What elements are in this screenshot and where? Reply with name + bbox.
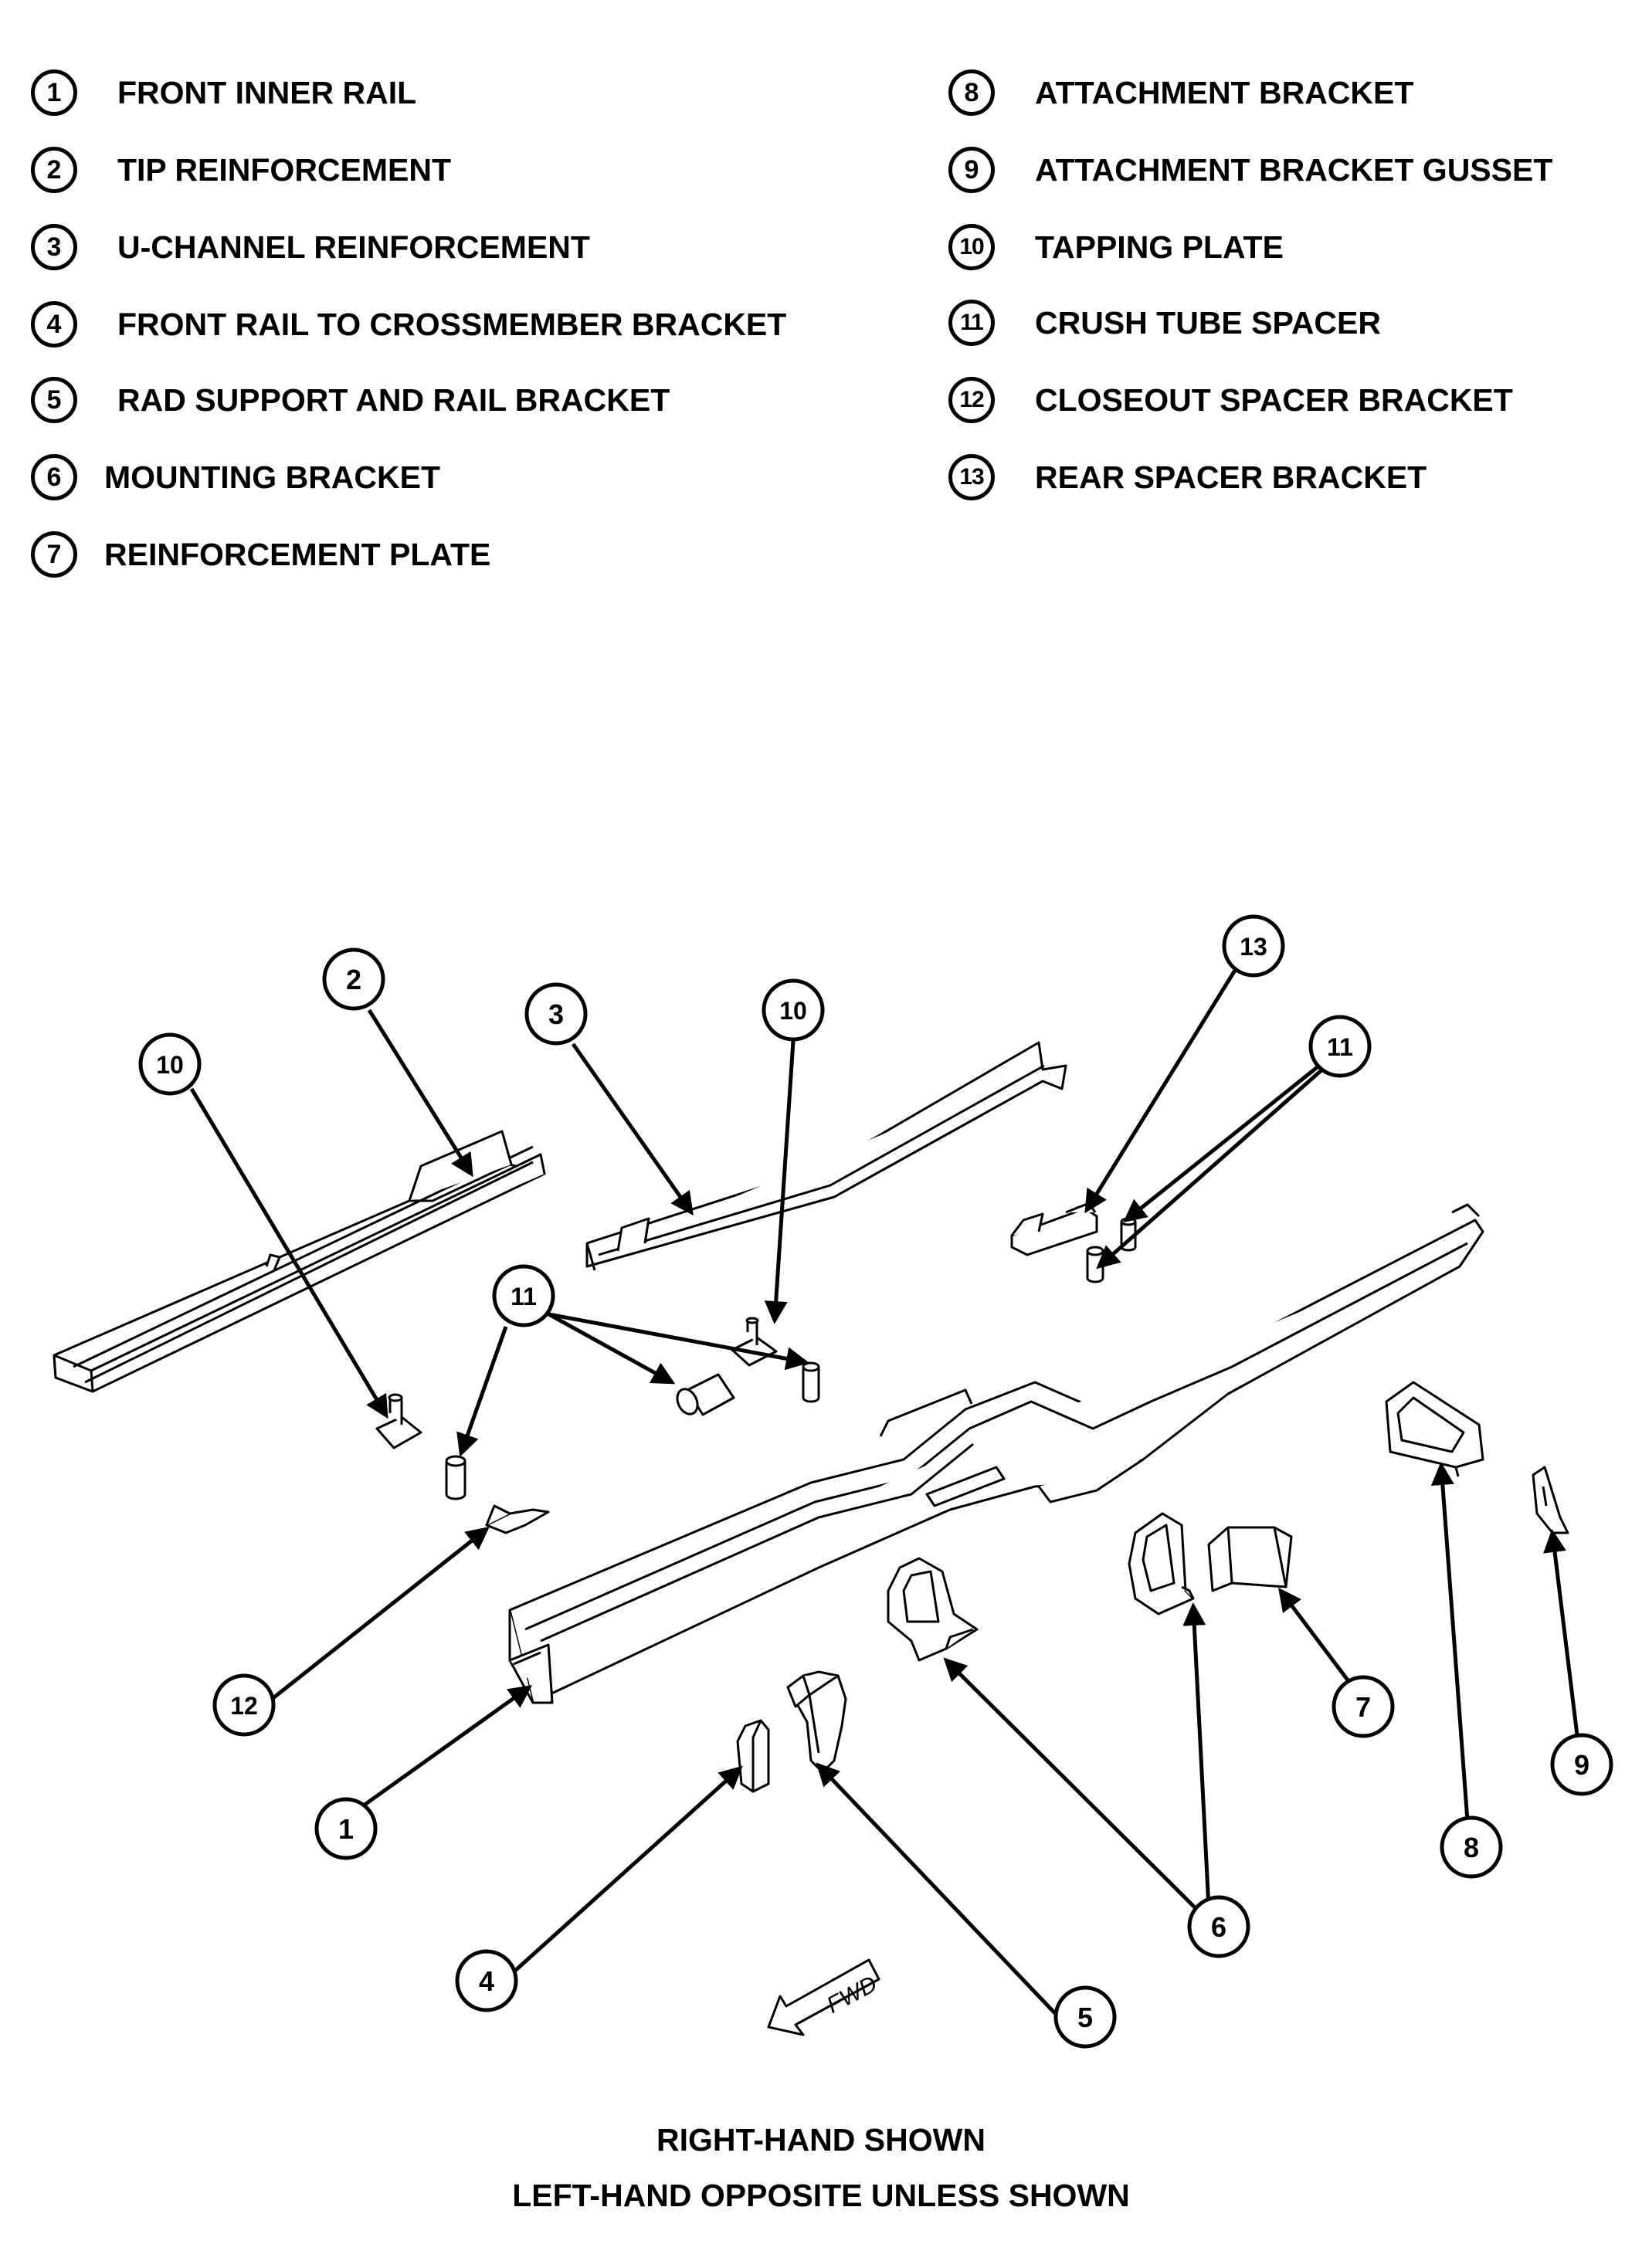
part-tip-reinforcement	[53, 1130, 546, 1393]
legend-item-5: 5 RAD SUPPORT AND RAIL BRACKET	[31, 373, 670, 427]
legend-number-11: 11	[948, 300, 995, 346]
svg-text:8: 8	[1464, 1832, 1479, 1863]
svg-text:6: 6	[1211, 1911, 1226, 1943]
callouts: 2 10 3 10 11 13 11 12 1 4 5 6 7 8 9	[138, 914, 1613, 2049]
legend-label-3: U-CHANNEL REINFORCEMENT	[117, 229, 590, 265]
parts-legend: 1 FRONT INNER RAIL 2 TIP REINFORCEMENT 3…	[0, 0, 1642, 618]
legend-number-3: 3	[31, 224, 77, 270]
legend-item-9: 9 ATTACHMENT BRACKET GUSSET	[948, 143, 1552, 197]
svg-text:3: 3	[548, 998, 564, 1030]
legend-label-4: FRONT RAIL TO CROSSMEMBER BRACKET	[117, 306, 787, 342]
part-attachment-bracket-gusset	[1532, 1466, 1569, 1534]
callout-9: 9	[1550, 1733, 1613, 1796]
callout-10-left: 10	[138, 1032, 202, 1096]
caption-line-1: RIGHT-HAND SHOWN	[656, 2122, 986, 2158]
legend-number-13: 13	[948, 454, 995, 500]
legend-label-5: RAD SUPPORT AND RAIL BRACKET	[117, 381, 670, 418]
part-u-channel-reinforcement	[585, 1041, 1067, 1271]
legend-number-8: 8	[948, 69, 995, 116]
svg-text:4: 4	[479, 1965, 494, 1997]
svg-text:5: 5	[1077, 2002, 1093, 2033]
callout-11-right: 11	[1308, 1015, 1372, 1078]
legend-item-3: 3 U-CHANNEL REINFORCEMENT	[31, 220, 590, 274]
legend-label-13: REAR SPACER BRACKET	[1035, 459, 1427, 495]
part-front-rail-crossmember-bracket	[736, 1719, 770, 1793]
legend-label-10: TAPPING PLATE	[1035, 229, 1284, 265]
callout-6: 6	[1187, 1895, 1250, 1958]
caption-line-2: LEFT-HAND OPPOSITE UNLESS SHOWN	[512, 2178, 1130, 2213]
legend-number-12: 12	[948, 377, 995, 423]
legend-item-11: 11 CRUSH TUBE SPACER	[948, 296, 1381, 350]
svg-text:9: 9	[1574, 1749, 1589, 1781]
legend-label-6: MOUNTING BRACKET	[104, 459, 441, 495]
part-attachment-bracket	[1385, 1381, 1484, 1477]
forward-direction-arrow: FWD	[767, 1958, 881, 2036]
svg-text:12: 12	[230, 1692, 258, 1720]
svg-text:1: 1	[338, 1813, 354, 1845]
legend-label-1: FRONT INNER RAIL	[117, 74, 417, 110]
part-rad-support-rail-bracket	[786, 1670, 847, 1774]
part-front-inner-rail	[508, 1203, 1484, 1704]
legend-number-9: 9	[948, 147, 995, 193]
leader-lines	[189, 964, 1580, 2029]
legend-number-1: 1	[31, 69, 77, 116]
svg-text:10: 10	[779, 997, 807, 1025]
callout-2: 2	[322, 948, 385, 1011]
legend-item-10: 10 TAPPING PLATE	[948, 220, 1284, 274]
svg-text:7: 7	[1355, 1691, 1371, 1723]
svg-text:10: 10	[156, 1051, 184, 1079]
callout-11-left: 11	[492, 1264, 555, 1327]
legend-item-13: 13 REAR SPACER BRACKET	[948, 450, 1427, 504]
callout-5: 5	[1053, 1985, 1117, 2049]
legend-label-12: CLOSEOUT SPACER BRACKET	[1035, 381, 1513, 418]
legend-item-7: 7 REINFORCEMENT PLATE	[31, 527, 490, 581]
svg-text:2: 2	[346, 964, 361, 995]
callout-4: 4	[455, 1949, 518, 2012]
legend-item-4: 4 FRONT RAIL TO CROSSMEMBER BRACKET	[31, 297, 786, 351]
callout-10-center: 10	[762, 978, 825, 1042]
legend-item-6: 6 MOUNTING BRACKET	[31, 450, 440, 504]
legend-label-9: ATTACHMENT BRACKET GUSSET	[1035, 151, 1553, 188]
legend-number-7: 7	[31, 531, 77, 578]
svg-text:11: 11	[511, 1283, 537, 1310]
legend-label-11: CRUSH TUBE SPACER	[1035, 304, 1381, 341]
svg-text:11: 11	[1327, 1033, 1353, 1061]
part-mounting-bracket-right	[1128, 1512, 1195, 1615]
legend-number-10: 10	[948, 224, 995, 270]
legend-item-1: 1 FRONT INNER RAIL	[31, 66, 416, 120]
legend-number-4: 4	[31, 301, 77, 347]
callout-8: 8	[1440, 1815, 1503, 1879]
part-reinforcement-plate	[1207, 1526, 1293, 1592]
legend-item-12: 12 CLOSEOUT SPACER BRACKET	[948, 373, 1513, 427]
legend-label-8: ATTACHMENT BRACKET	[1035, 74, 1414, 110]
part-tapping-plate-center	[731, 1317, 778, 1367]
legend-number-6: 6	[31, 454, 77, 500]
callout-13: 13	[1222, 914, 1285, 978]
legend-label-2: TIP REINFORCEMENT	[117, 151, 452, 188]
callout-12: 12	[212, 1673, 276, 1737]
part-closeout-spacer-bracket	[485, 1504, 550, 1534]
part-rear-spacer-bracket	[1010, 1202, 1098, 1256]
legend-item-8: 8 ATTACHMENT BRACKET	[948, 66, 1413, 120]
callout-1: 1	[314, 1797, 378, 1860]
part-tapping-plate-left	[375, 1393, 422, 1449]
legend-number-2: 2	[31, 147, 77, 193]
callout-7: 7	[1332, 1675, 1395, 1738]
legend-item-2: 2 TIP REINFORCEMENT	[31, 143, 451, 197]
legend-number-5: 5	[31, 377, 77, 423]
legend-label-7: REINFORCEMENT PLATE	[104, 536, 491, 572]
callout-3: 3	[524, 982, 588, 1046]
svg-text:13: 13	[1240, 933, 1267, 961]
part-mounting-bracket-center	[887, 1557, 979, 1662]
part-crush-tube-spacers-left	[445, 1361, 820, 1500]
